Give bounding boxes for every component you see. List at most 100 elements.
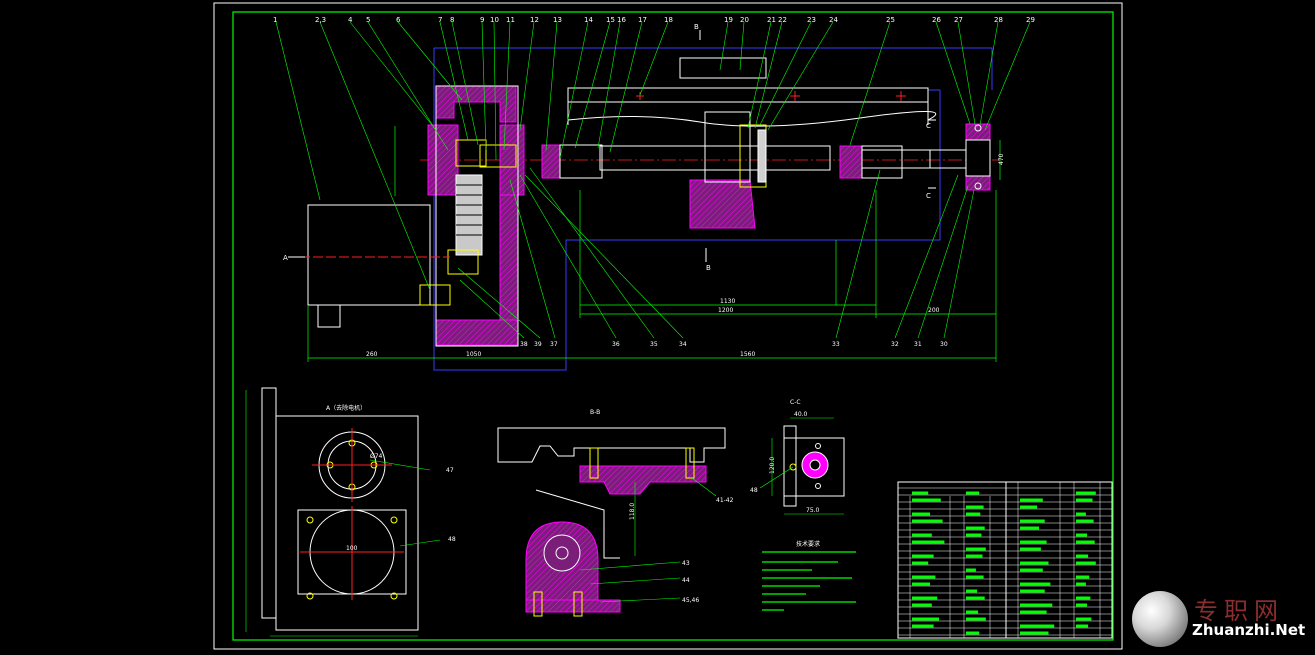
parts-list-cell: [1020, 540, 1047, 544]
balloon-30: 30: [940, 341, 948, 348]
balloon-14: 14: [584, 16, 593, 24]
dim-1200: 1200: [718, 307, 733, 314]
tech-title: 技术要求: [796, 540, 820, 548]
balloon-13: 13: [553, 16, 562, 24]
parts-list-cell: [966, 547, 986, 551]
parts-list-cell: [1076, 575, 1090, 579]
parts-list-cell: [912, 554, 934, 558]
balloon-25: 25: [886, 16, 895, 24]
parts-list-cell: [912, 519, 943, 523]
parts-list-cell: [912, 533, 932, 537]
parts-list-cell: [1076, 519, 1094, 523]
balloon-24: 24: [829, 16, 838, 24]
balloon-27: 27: [954, 16, 963, 24]
parts-list-cell: [1020, 505, 1038, 509]
balloon-36: 36: [612, 341, 620, 348]
section-arrow-b-top: B: [694, 23, 699, 31]
section-arrow-c-bottom: C: [926, 192, 931, 200]
balloon-11: 11: [506, 16, 515, 24]
balloon-12: 12: [530, 16, 539, 24]
view-a-dia74: Ø74: [370, 453, 383, 460]
parts-list-cell: [912, 575, 936, 579]
view-cc-dim-40: 40.0: [794, 411, 808, 418]
balloon-20: 20: [740, 16, 749, 24]
parts-list-cell: [1076, 540, 1095, 544]
balloon-5: 5: [366, 16, 370, 24]
leader-lines: [275, 21, 1031, 339]
parts-list-cell: [1020, 624, 1055, 628]
parts-list-cell: [966, 526, 985, 530]
parts-list-cell: [912, 498, 941, 502]
main-dimensions: [307, 126, 1001, 362]
balloon-17: 17: [638, 16, 647, 24]
balloon-2-3: 2,3: [315, 16, 326, 24]
view-a-callout-47: 47: [446, 467, 454, 474]
watermark-logo-icon: [1132, 591, 1188, 647]
parts-list-cell: [1076, 491, 1096, 495]
balloon-1: 1: [273, 16, 277, 24]
section-arrow-b-bottom: B: [706, 264, 711, 272]
parts-list-cell: [1020, 582, 1051, 586]
balloon-35: 35: [650, 341, 658, 348]
parts-list-cell: [966, 610, 979, 614]
balloon-numbers-top: 1 2,3 4 5 6 7 8 9 10 11 12 13 14 15 16 1…: [273, 16, 1035, 24]
view-bb-title: B-B: [590, 409, 600, 416]
parts-list-cell: [1076, 533, 1087, 537]
dim-200: 200: [928, 307, 940, 314]
dim-1560: 1560: [740, 351, 755, 358]
balloon-28: 28: [994, 16, 1003, 24]
parts-list-cell: [912, 491, 929, 495]
balloon-23: 23: [807, 16, 816, 24]
parts-list-cell: [966, 589, 977, 593]
parts-list-cell: [1076, 561, 1096, 565]
inner-frame: [232, 11, 1114, 641]
balloon-4: 4: [348, 16, 353, 24]
parts-list-cell: [966, 505, 984, 509]
section-markers: A B B C C: [283, 23, 936, 272]
parts-list-cell: [966, 491, 980, 495]
balloon-6: 6: [396, 16, 401, 24]
balloon-39: 39: [534, 341, 542, 348]
watermark-cn-text: 专职网: [1194, 597, 1284, 625]
parts-list-cell: [966, 617, 986, 621]
balloon-15: 15: [606, 16, 615, 24]
balloon-10: 10: [490, 16, 499, 24]
balloon-34: 34: [679, 341, 687, 348]
parts-list-cell: [966, 596, 985, 600]
parts-list-cell: [966, 554, 983, 558]
balloon-26: 26: [932, 16, 941, 24]
parts-list-cell: [1076, 512, 1086, 516]
balloon-9: 9: [480, 16, 484, 24]
parts-list: [897, 481, 1113, 639]
parts-list-cell: [1020, 603, 1053, 607]
view-bb-callout-44: 44: [682, 577, 690, 584]
section-arrow-a: A: [283, 254, 288, 262]
view-bb: B-B 118.0 41-42 43 44 45,46: [497, 409, 734, 617]
balloon-22: 22: [778, 16, 787, 24]
balloon-16: 16: [617, 16, 626, 24]
parts-list-cell: [1020, 561, 1049, 565]
outer-frame: [213, 2, 1123, 650]
parts-list-cell: [1076, 498, 1093, 502]
section-arrow-c-top: C: [926, 122, 931, 130]
view-cc-dim-75: 75.0: [806, 507, 820, 514]
parts-list-cell: [1076, 624, 1089, 628]
view-bb-callout-43: 43: [682, 560, 690, 567]
balloon-19: 19: [724, 16, 733, 24]
dim-1050: 1050: [466, 351, 481, 358]
parts-list-cell: [912, 561, 929, 565]
view-cc-title: C-C: [790, 399, 801, 406]
parts-list-cell: [1020, 589, 1045, 593]
view-a-callout-48: 48: [448, 536, 456, 543]
parts-list-cell: [1020, 631, 1049, 635]
view-cc-dim-120: 120.0: [769, 457, 776, 474]
parts-list-cell: [1076, 617, 1092, 621]
view-bb-dim-118: 118.0: [629, 503, 636, 520]
parts-list-cell: [912, 512, 930, 516]
view-cc-callout-48: 48: [750, 487, 758, 494]
view-bb-callout-45-46: 45,46: [682, 597, 699, 604]
balloon-numbers-bottom: 39 38 37 36 35 34 33 32 31 30: [520, 341, 948, 348]
balloon-29: 29: [1026, 16, 1035, 24]
parts-list-cell: [1020, 568, 1043, 572]
